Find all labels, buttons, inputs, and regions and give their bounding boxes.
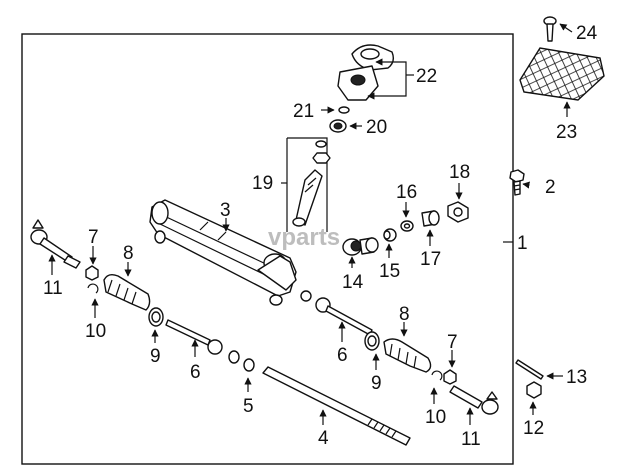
nut-7-left-drawing: [85, 265, 99, 281]
rack-housing-drawing: [149, 199, 297, 306]
callout-2: 2: [545, 177, 556, 198]
callout-1: 1: [517, 233, 528, 254]
callout-19: 19: [252, 173, 273, 194]
nut-12-drawing: [526, 381, 542, 399]
bolt-2-drawing: [509, 169, 525, 196]
boot-8-left-drawing: [103, 273, 151, 311]
callout-9-right: 9: [371, 373, 382, 394]
clamp-9-right-drawing: [364, 331, 380, 351]
inner-rod-6-right-drawing: [300, 290, 373, 336]
callout-17: 17: [420, 249, 441, 270]
callout-5: 5: [243, 396, 254, 417]
callout-7-left: 7: [88, 227, 99, 248]
leader-lines: [48, 23, 573, 425]
callout-11-right: 11: [461, 429, 481, 450]
inner-rod-6-left-drawing: [165, 319, 223, 355]
clip-10-left-drawing: [87, 283, 99, 294]
callout-13: 13: [566, 367, 587, 388]
callout-8-left: 8: [123, 243, 134, 264]
boot-8-right-drawing: [383, 338, 432, 373]
callout-10-right: 10: [425, 407, 446, 428]
rack-bar-drawing: [262, 366, 411, 446]
cap-15-drawing: [383, 228, 397, 242]
callout-15: 15: [379, 261, 400, 282]
callout-20: 20: [366, 117, 387, 138]
bushing-14-drawing: [342, 237, 379, 256]
assembly-frame: [21, 33, 514, 465]
callout-23: 23: [556, 122, 577, 143]
callout-6-right: 6: [337, 345, 348, 366]
washer-5-drawing: [228, 350, 255, 372]
callout-9-left: 9: [150, 346, 161, 367]
bolt-24-drawing: [543, 16, 557, 42]
callout-7-right: 7: [447, 332, 458, 353]
callout-21: 21: [293, 101, 314, 122]
ring-16-drawing: [400, 220, 414, 232]
callout-11-left: 11: [43, 278, 63, 299]
clamp-9-left-drawing: [148, 307, 164, 327]
watermark: vparts: [268, 224, 340, 251]
callout-12: 12: [523, 418, 544, 439]
spring-17-drawing: [421, 210, 440, 227]
callout-8-right: 8: [399, 304, 410, 325]
callout-3: 3: [220, 200, 231, 221]
heat-shield-drawing: [519, 47, 605, 101]
callout-10-left: 10: [85, 321, 106, 342]
callout-22: 22: [416, 66, 437, 87]
tie-rod-end-left-drawing: [30, 219, 81, 269]
callout-6-left: 6: [190, 362, 201, 383]
callout-14: 14: [342, 272, 364, 293]
cotter-pin-13-drawing: [515, 359, 544, 380]
callout-16: 16: [396, 182, 417, 203]
locknut-18-drawing: [447, 201, 469, 223]
clip-10-right-drawing: [431, 370, 443, 381]
nut-7-right-drawing: [443, 369, 457, 385]
pinion-shaft-drawing: [286, 137, 331, 232]
callout-18: 18: [449, 162, 470, 183]
tie-rod-end-right-drawing: [449, 385, 499, 415]
callout-labels: 1 2 3 4 5 6 6 7 7 8 8 9 9 10 10 11 11 12…: [43, 23, 598, 450]
callout-24: 24: [576, 23, 598, 44]
callout-4: 4: [318, 428, 329, 449]
dust-cover-assembly-drawing: [329, 44, 395, 133]
